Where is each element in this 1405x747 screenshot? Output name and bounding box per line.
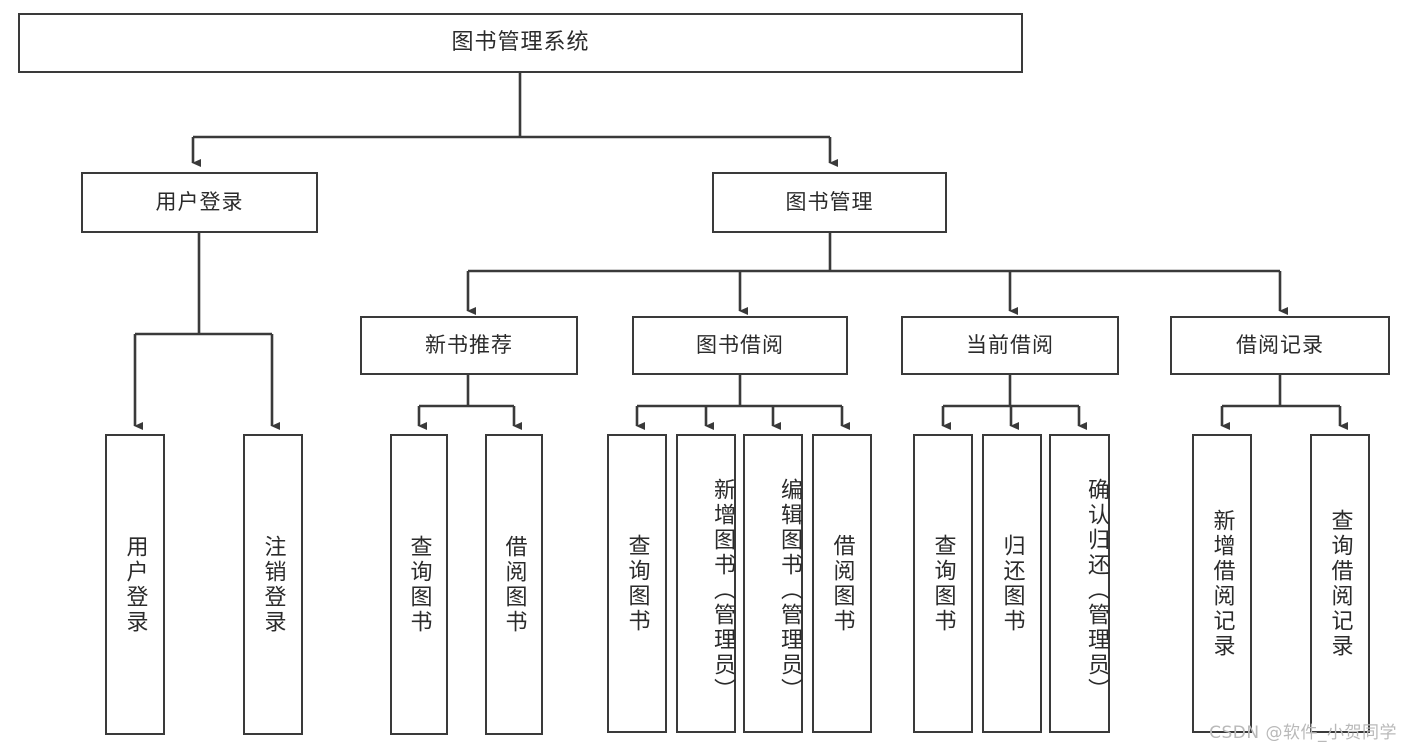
leaf-user-login[interactable]: 用户登录	[105, 434, 165, 735]
leaf-label: 查询图书	[406, 534, 432, 635]
leaf-label: 归还图书	[999, 533, 1025, 634]
leaf-return-book[interactable]: 归还图书	[982, 434, 1042, 733]
leaf-query-borrow-record[interactable]: 查询借阅记录	[1310, 434, 1370, 733]
leaf-label: 借阅图书	[829, 533, 855, 634]
leaf-query-book-current[interactable]: 查询图书	[913, 434, 973, 733]
node-book-borrow[interactable]: 图书借阅	[632, 316, 848, 375]
leaf-label: 确认归还（管理员）	[1084, 478, 1109, 703]
leaf-borrow-book-new-recommend[interactable]: 借阅图书	[485, 434, 543, 735]
leaf-label: 注销登录	[260, 534, 286, 635]
leaf-label: 查询图书	[624, 533, 650, 634]
leaf-confirm-return-admin[interactable]: 确认归还（管理员）	[1049, 434, 1110, 733]
node-current-borrow[interactable]: 当前借阅	[901, 316, 1119, 375]
leaf-label: 新增图书（管理员）	[710, 478, 735, 703]
leaf-query-book-borrow[interactable]: 查询图书	[607, 434, 667, 733]
node-root-system[interactable]: 图书管理系统	[18, 13, 1023, 73]
node-book-manage[interactable]: 图书管理	[712, 172, 947, 233]
node-borrow-record[interactable]: 借阅记录	[1170, 316, 1390, 375]
node-new-book-recommend[interactable]: 新书推荐	[360, 316, 578, 375]
leaf-logout-login[interactable]: 注销登录	[243, 434, 303, 735]
leaf-label: 新增借阅记录	[1209, 508, 1235, 659]
leaf-label: 借阅图书	[501, 534, 527, 635]
node-user-login[interactable]: 用户登录	[81, 172, 318, 233]
leaf-edit-book-admin[interactable]: 编辑图书（管理员）	[743, 434, 803, 733]
leaf-query-book-new-recommend[interactable]: 查询图书	[390, 434, 448, 735]
leaf-borrow-book-borrow[interactable]: 借阅图书	[812, 434, 872, 733]
leaf-label: 查询借阅记录	[1327, 508, 1353, 659]
leaf-label: 查询图书	[930, 533, 956, 634]
leaf-add-borrow-record[interactable]: 新增借阅记录	[1192, 434, 1252, 733]
leaf-label: 编辑图书（管理员）	[777, 478, 802, 703]
leaf-label: 用户登录	[122, 534, 148, 635]
leaf-add-book-admin[interactable]: 新增图书（管理员）	[676, 434, 736, 733]
